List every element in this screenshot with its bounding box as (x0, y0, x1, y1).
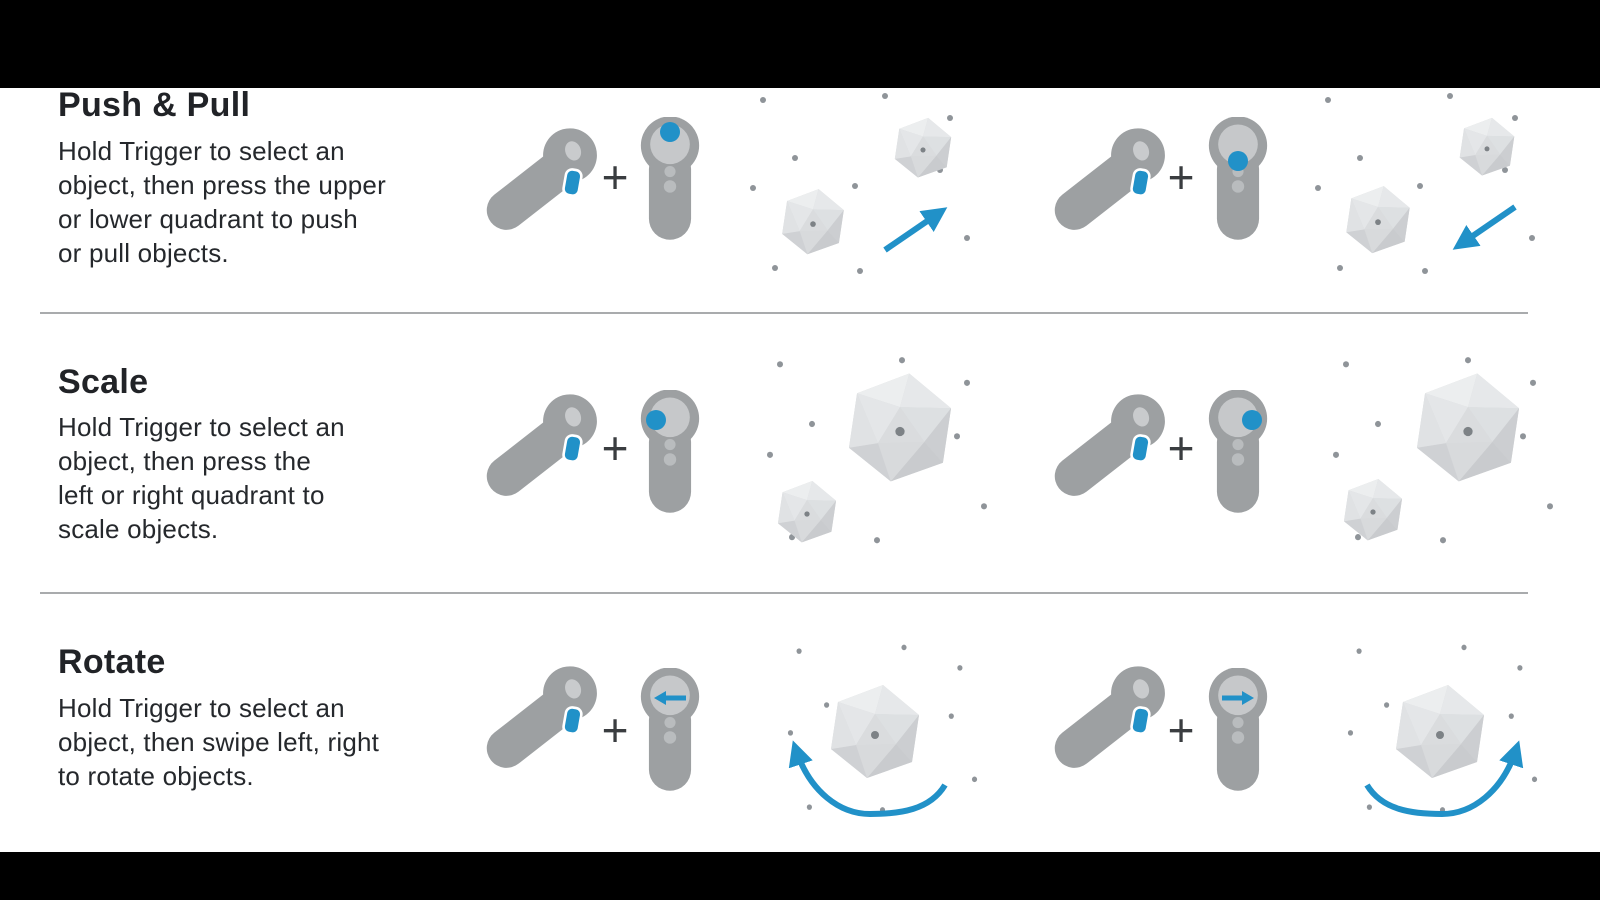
plus-separator: + (601, 704, 629, 756)
plus-separator: + (601, 422, 629, 474)
left-quadrant-dot-indicator (646, 410, 666, 430)
upper-quadrant-dot-indicator (660, 122, 680, 142)
trigger-controller-icon (455, 392, 600, 506)
icosahedron-far-icon (1456, 116, 1518, 178)
icosahedron-near-icon (1342, 184, 1414, 256)
touchpad-controller-icon (639, 117, 701, 241)
swipe-left-arrow-icon (654, 691, 686, 705)
plus-separator: + (1167, 422, 1195, 474)
section-description-rotate: Hold Trigger to select an object, then s… (58, 693, 380, 791)
trigger-controller-icon (1023, 392, 1168, 506)
section-title-rotate: Rotate (58, 643, 166, 681)
right-quadrant-dot-indicator (1242, 410, 1262, 430)
plus-separator: + (1167, 151, 1195, 203)
icosahedron-small-icon (1340, 477, 1406, 543)
touchpad-controller-icon (1207, 117, 1269, 241)
trigger-controller-icon (455, 664, 600, 778)
trigger-controller-icon (455, 126, 600, 240)
touchpad-controller-icon (639, 390, 701, 514)
bottom-letterbox-bar (0, 852, 1600, 900)
plus-separator: + (1167, 704, 1195, 756)
pull-arrow-icon (1452, 204, 1517, 250)
section-description-scale: Hold Trigger to select an object, then p… (58, 412, 345, 544)
icosahedron-large-icon (842, 370, 958, 486)
top-letterbox-bar (0, 0, 1600, 88)
rotate-cw-arrow-icon (1364, 740, 1524, 818)
rotate-ccw-arrow-icon (788, 740, 948, 818)
section-divider (40, 592, 1528, 594)
push-arrow-icon (883, 207, 948, 253)
section-divider (40, 312, 1528, 314)
touchpad-controller-icon (639, 668, 701, 792)
icosahedron-small-icon (774, 479, 840, 545)
touchpad-controller-icon (1207, 668, 1269, 792)
plus-separator: + (601, 151, 629, 203)
section-title-push-pull: Push & Pull (58, 86, 251, 124)
touchpad-controller-icon (1207, 390, 1269, 514)
swipe-right-arrow-icon (1222, 691, 1254, 705)
icosahedron-far-icon (891, 116, 955, 180)
trigger-controller-icon (1023, 664, 1168, 778)
lower-quadrant-dot-indicator (1228, 151, 1248, 171)
icosahedron-near-icon (778, 187, 848, 257)
section-description-push-pull: Hold Trigger to select an object, then p… (58, 136, 386, 268)
icosahedron-large-icon (1410, 370, 1526, 486)
trigger-controller-icon (1023, 126, 1168, 240)
section-title-scale: Scale (58, 363, 149, 401)
